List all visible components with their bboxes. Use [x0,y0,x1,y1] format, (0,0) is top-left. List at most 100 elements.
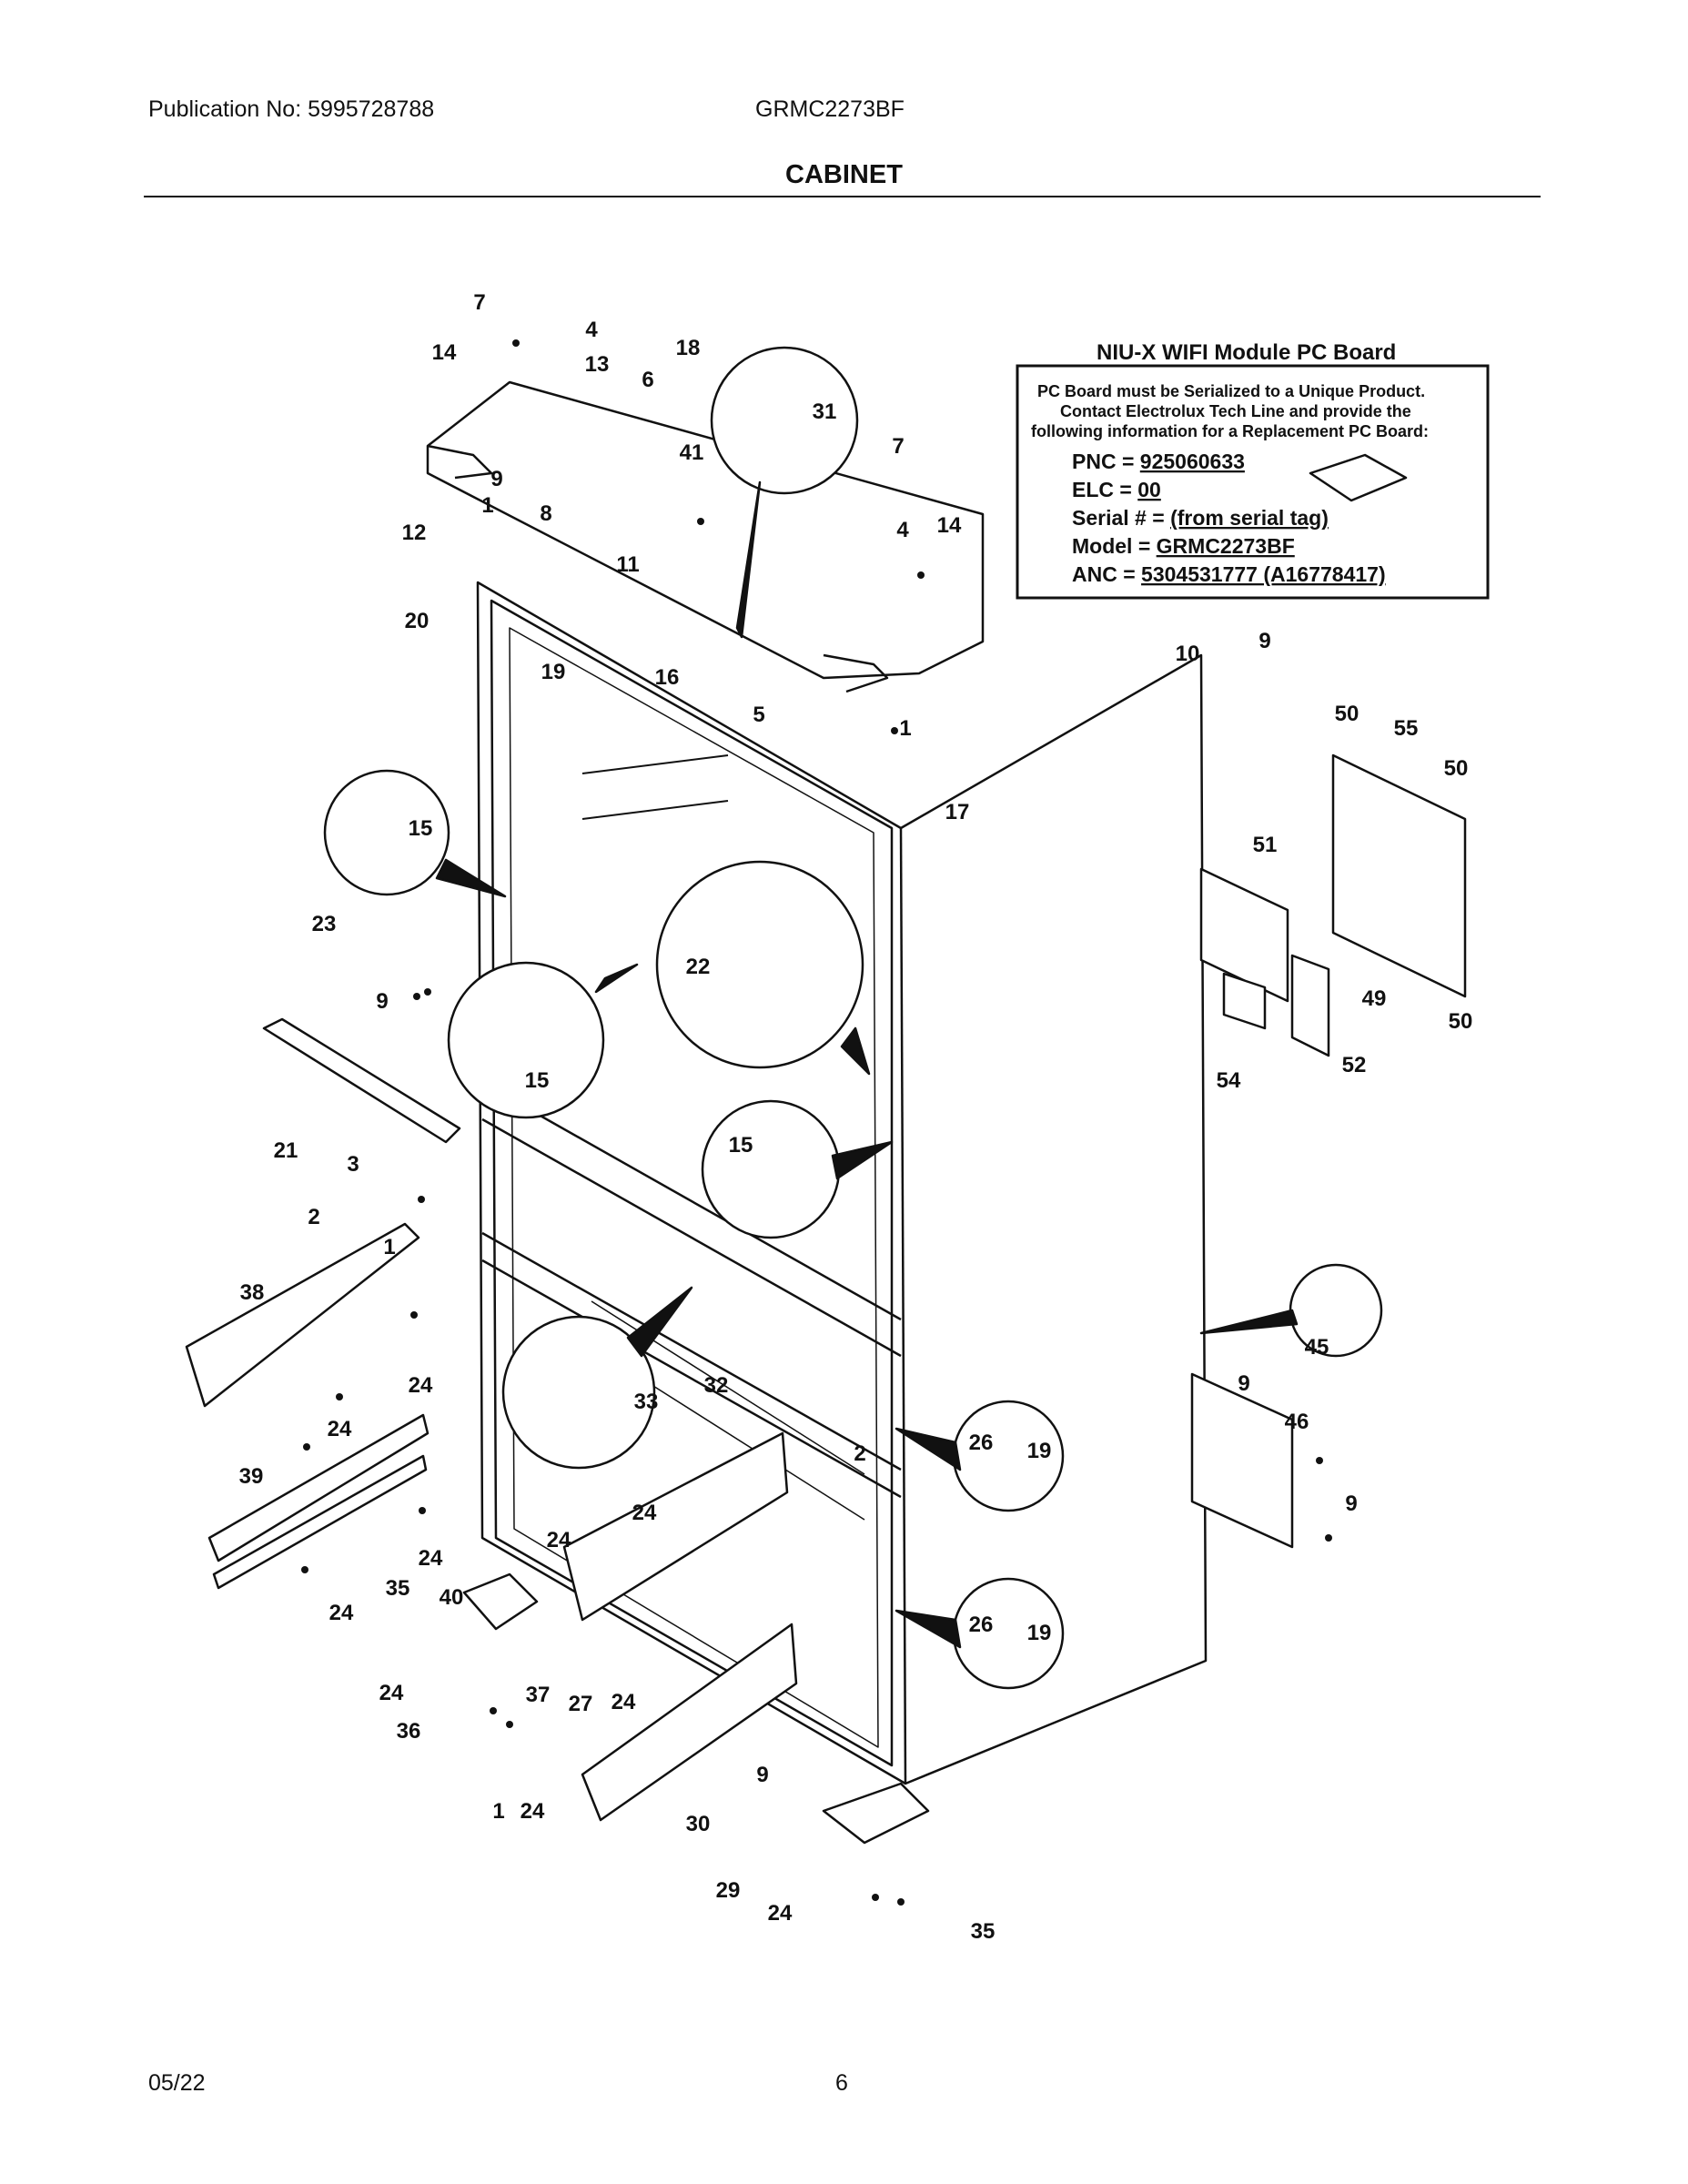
callout-26: 26 [969,1613,994,1637]
hinge-bottom-right [822,1782,930,1845]
callout-17: 17 [945,800,970,824]
board-cover-55 [1331,753,1467,998]
callout-19: 19 [1027,1439,1052,1463]
svg-text:Model = GRMC2273BF: Model = GRMC2273BF [1072,534,1295,558]
board-52 [1290,954,1330,1057]
callout-7: 7 [892,434,904,459]
callout-24: 24 [768,1901,793,1926]
part-38 [185,1222,420,1408]
callout-24: 24 [419,1546,443,1571]
callout-35: 35 [386,1576,410,1601]
callout-49: 49 [1362,986,1387,1011]
detail-circle-22 [655,860,864,1069]
page-title: CABINET [785,160,903,189]
callout-9: 9 [376,989,388,1014]
detail-circle-15b [447,961,605,1119]
callout-32: 32 [704,1373,729,1398]
callout-9: 9 [1345,1491,1357,1516]
callout-1: 1 [383,1235,395,1259]
callout-9: 9 [1258,629,1270,653]
callout-9: 9 [490,467,502,491]
callout-1: 1 [481,493,493,518]
model-number: GRMC2273BF [755,96,905,122]
callout-37: 37 [526,1683,551,1707]
wifi-note-line-2: Contact Electrolux Tech Line and provide… [1060,402,1411,420]
callout-24: 24 [632,1501,657,1525]
callout-6: 6 [642,368,653,392]
callout-54: 54 [1217,1068,1241,1093]
callout-41: 41 [680,440,704,465]
callout-24: 24 [329,1601,354,1625]
header-divider [144,196,1541,197]
elc-label: ELC = [1072,478,1137,501]
callout-19: 19 [541,660,566,684]
callout-15: 15 [729,1133,753,1158]
callout-8: 8 [540,501,551,526]
detail-circle-15a [323,769,450,896]
part-24-drawer-front [562,1431,789,1622]
svg-text:ELC = 00: ELC = 00 [1072,478,1161,501]
callout-15: 15 [409,816,433,841]
callout-11: 11 [616,552,639,577]
callout-50: 50 [1444,756,1469,781]
callout-2: 2 [308,1205,319,1229]
callout-27: 27 [569,1692,593,1716]
top-cover [426,380,985,680]
callout-19: 19 [1027,1621,1052,1645]
callout-9: 9 [756,1763,768,1787]
svg-text:Serial # = (from serial tag): Serial # = (from serial tag) [1072,506,1329,530]
callout-24: 24 [328,1417,352,1441]
detail-circle-31 [710,346,859,495]
callout-21: 21 [274,1138,298,1163]
callout-12: 12 [402,521,427,545]
callout-24: 24 [379,1681,404,1705]
callout-50: 50 [1449,1009,1473,1034]
callout-5: 5 [753,703,764,727]
callout-23: 23 [312,912,337,936]
callout-13: 13 [585,352,610,377]
callout-4: 4 [896,518,909,542]
callout-7: 7 [473,290,485,315]
callout-1: 1 [899,716,911,741]
svg-text:ANC = 5304531777 (A16778417): ANC = 5304531777 (A16778417) [1072,562,1386,586]
callout-4: 4 [585,318,598,342]
callout-40: 40 [440,1585,464,1610]
callout-33: 33 [634,1390,659,1414]
control-board-51 [1199,867,1289,1003]
pnc-value: 925060633 [1140,450,1245,473]
callout-14: 14 [937,513,962,538]
wifi-note-line-3: following information for a Replacement … [1031,422,1429,440]
cabinet-line-art [185,339,1467,1906]
callout-38: 38 [240,1280,265,1305]
callout-46: 46 [1285,1410,1309,1434]
rear-panel-46 [1190,1372,1294,1549]
board-54 [1222,972,1267,1030]
detail-circle-15c [701,1099,841,1239]
wifi-board-thumbnail [1309,453,1408,502]
callout-9: 9 [1238,1371,1249,1396]
part-39 [207,1413,430,1562]
callout-3: 3 [347,1152,359,1177]
page-number: 6 [835,2070,848,2096]
callout-24: 24 [409,1373,433,1398]
hinge-bottom-left [462,1572,539,1631]
callout-35: 35 [971,1919,996,1944]
callout-24: 24 [547,1528,571,1552]
callout-14: 14 [432,340,457,365]
callout-1: 1 [492,1799,504,1824]
callout-50: 50 [1335,702,1359,726]
wifi-box-heading: NIU-X WIFI Module PC Board [1097,340,1396,365]
callout-29: 29 [716,1878,741,1903]
callout-24: 24 [612,1690,636,1714]
pnc-label: PNC = [1072,450,1140,473]
elc-value: 00 [1137,478,1161,501]
part-21 [262,1017,461,1144]
model-value: GRMC2273BF [1157,534,1295,558]
model-label: Model = [1072,534,1157,558]
callout-45: 45 [1305,1335,1329,1360]
callout-22: 22 [686,955,711,979]
callout-31: 31 [813,399,837,424]
callout-2: 2 [854,1441,865,1466]
